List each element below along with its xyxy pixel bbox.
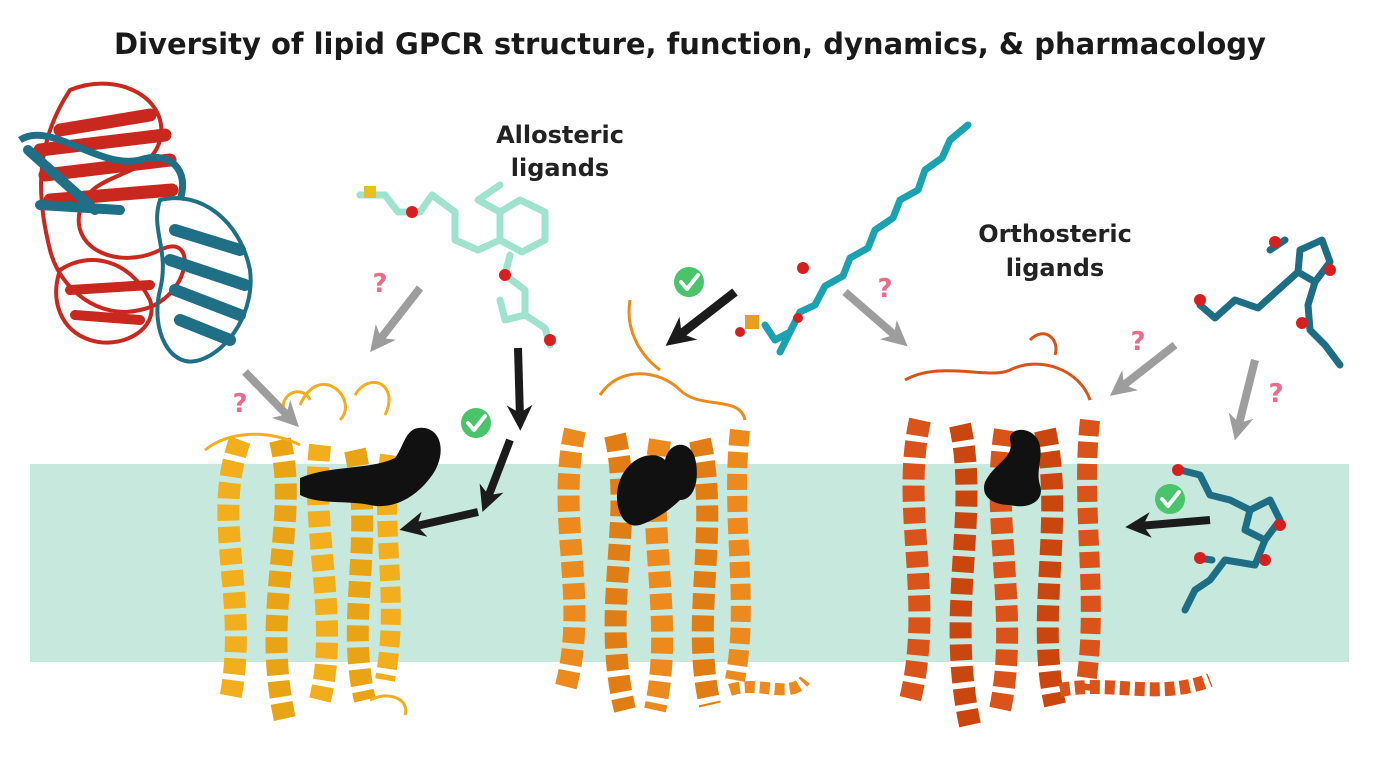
arrow-black-to-yellow xyxy=(399,508,479,537)
ligand-darkteal-top-atoms xyxy=(1194,236,1336,329)
arrow-gray-ortho-top xyxy=(1109,341,1178,396)
arrow-gray-teal-ligand xyxy=(842,288,908,347)
question-mark-teal: ? xyxy=(877,274,892,304)
check-badge-teal xyxy=(674,267,704,297)
label-orthosteric-line1: Orthosteric xyxy=(978,220,1132,248)
ligand-darkteal-top-stick-icon xyxy=(1196,236,1344,369)
antibody-ribbon-icon xyxy=(18,81,253,364)
question-mark-allosteric: ? xyxy=(372,269,387,299)
arrow-black-allosteric-curve xyxy=(479,438,514,512)
ligand-darkteal-bottom-atoms xyxy=(1172,464,1286,566)
label-allosteric-line1: Allosteric xyxy=(496,121,624,149)
ligand-mint-stick-icon xyxy=(356,181,554,349)
ligand-mint-atoms xyxy=(364,186,556,346)
check-badge-allosteric xyxy=(461,408,491,438)
label-allosteric-line2: ligands xyxy=(511,154,609,182)
pocket-redorange xyxy=(984,429,1041,507)
arrow-gray-allosteric xyxy=(370,285,424,353)
pocket-yellow xyxy=(300,427,441,507)
membrane-band xyxy=(30,464,1349,662)
question-mark-antibody: ? xyxy=(232,389,247,419)
question-mark-ortho-down: ? xyxy=(1268,379,1283,409)
arrow-gray-antibody xyxy=(242,369,299,428)
check-badge-orthosteric xyxy=(1155,484,1185,514)
pocket-orange xyxy=(616,444,697,526)
label-orthosteric-line2: ligands xyxy=(1006,254,1104,282)
arrow-black-teal-ligand xyxy=(665,288,738,346)
arrow-gray-ortho-down xyxy=(1228,359,1259,441)
question-mark-ortho-top: ? xyxy=(1130,327,1145,357)
figure-title: Diversity of lipid GPCR structure, funct… xyxy=(114,27,1266,61)
ligand-teal-atoms xyxy=(735,262,809,337)
arrow-black-to-redorange xyxy=(1125,512,1211,538)
arrow-black-allosteric-down xyxy=(506,347,533,431)
